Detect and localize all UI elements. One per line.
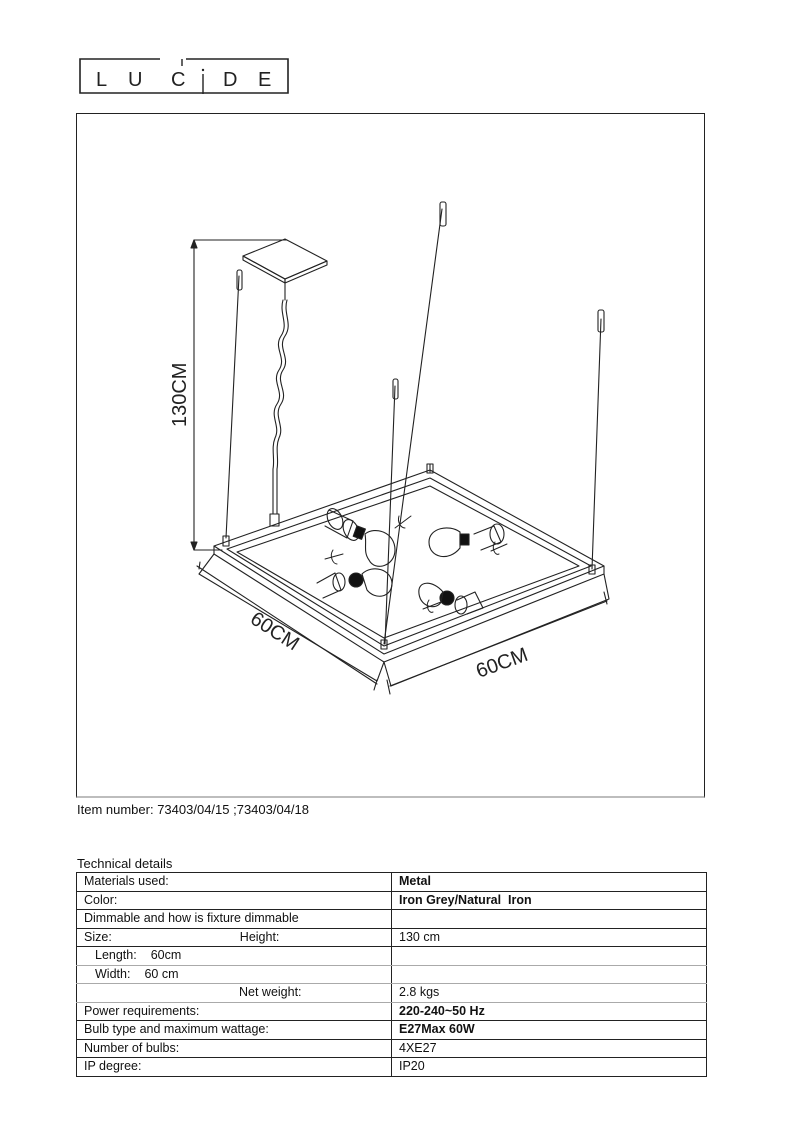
table-row: IP degree: IP20 xyxy=(76,1057,707,1077)
spec-sublabel-height: Height: xyxy=(239,929,280,944)
spec-value xyxy=(391,946,707,966)
product-drawing-frame: 130CM 60CM 60CM xyxy=(76,113,705,798)
spec-value xyxy=(391,964,707,984)
spec-label: Materials used: xyxy=(76,872,392,892)
pendant-lamp-drawing: 130CM 60CM 60CM xyxy=(169,201,610,695)
spec-value xyxy=(391,909,707,929)
dimension-height-label: 130CM xyxy=(169,363,191,427)
table-row: Color: Iron Grey/Natural Iron xyxy=(76,890,707,910)
logo-letter: U xyxy=(128,69,142,91)
spec-sublabel-net-weight: Net weight: xyxy=(239,985,302,1000)
spec-label: Width: 60 cm xyxy=(76,964,392,984)
table-row: Number of bulbs: 4XE27 xyxy=(76,1038,707,1058)
brand-logo: L U C D E xyxy=(78,56,290,96)
spec-label-width: Width: xyxy=(95,966,131,981)
table-row: Power requirements: 220-240~50 Hz xyxy=(76,1001,707,1021)
spec-label: Size: Height: xyxy=(76,927,392,947)
spec-value: E27Max 60W xyxy=(391,1020,707,1040)
spec-label: Net weight: xyxy=(76,983,392,1003)
table-row: Size: Height: 130 cm xyxy=(76,927,707,947)
technical-details-title: Technical details xyxy=(77,856,173,871)
spec-label-size: Size: xyxy=(84,929,112,944)
table-row: Width: 60 cm xyxy=(76,964,707,984)
logo-letter: D xyxy=(223,69,237,91)
spec-label: Power requirements: xyxy=(76,1001,392,1021)
spec-length-value: 60cm xyxy=(150,948,182,963)
logo-letter: E xyxy=(258,69,271,91)
logo-letter: L xyxy=(96,69,107,91)
spec-width-value: 60 cm xyxy=(144,966,179,981)
spec-label: Number of bulbs: xyxy=(76,1038,392,1058)
table-row: Net weight: 2.8 kgs xyxy=(76,983,707,1003)
table-row: Length: 60cm xyxy=(76,946,707,966)
spec-label: Length: 60cm xyxy=(76,946,392,966)
spec-value: IP20 xyxy=(391,1057,707,1077)
spec-value: Metal xyxy=(391,872,707,892)
table-row: Dimmable and how is fixture dimmable xyxy=(76,909,707,929)
dimension-width-label: 60CM xyxy=(246,608,303,656)
spec-label: Dimmable and how is fixture dimmable xyxy=(76,909,392,929)
spec-label: IP degree: xyxy=(76,1057,392,1077)
item-number: Item number: 73403/04/15 ;73403/04/18 xyxy=(77,802,310,817)
logo-letter: C xyxy=(171,69,185,91)
table-row: Bulb type and maximum wattage: E27Max 60… xyxy=(76,1020,707,1040)
spec-value: 4XE27 xyxy=(391,1038,707,1058)
spec-label: Color: xyxy=(76,890,392,910)
spec-value: Iron Grey/Natural Iron xyxy=(391,890,707,910)
logo-frame-icon: L U C D E xyxy=(79,58,289,96)
spec-value: 220-240~50 Hz xyxy=(391,1001,707,1021)
technical-details-table: Materials used: Metal Color: Iron Grey/N… xyxy=(76,872,707,1077)
table-row: Materials used: Metal xyxy=(76,872,707,892)
spec-label-length: Length: xyxy=(95,948,137,963)
spec-label: Bulb type and maximum wattage: xyxy=(76,1020,392,1040)
spec-value: 130 cm xyxy=(391,927,707,947)
spec-value: 2.8 kgs xyxy=(391,983,707,1003)
